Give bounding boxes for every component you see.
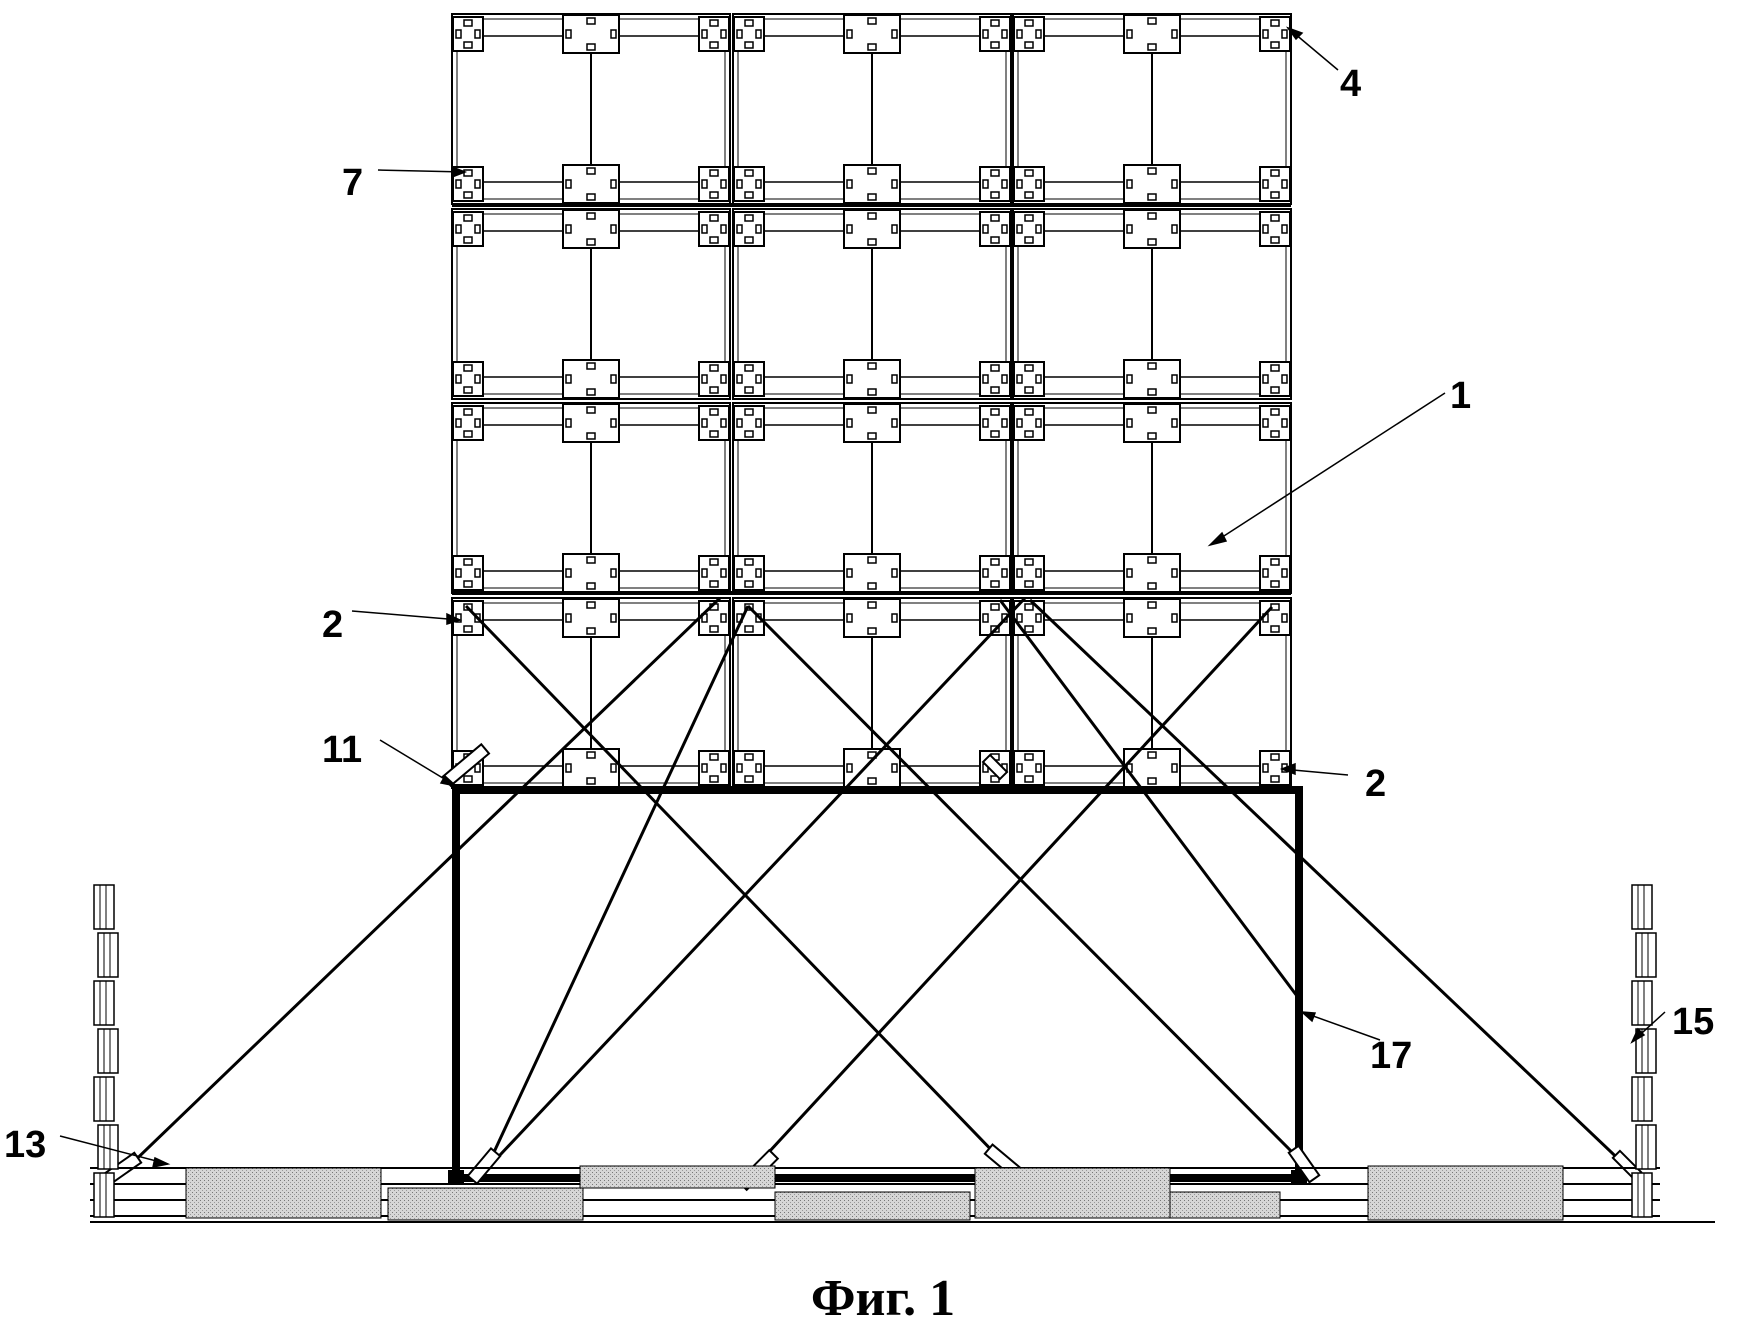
support-frame: [448, 786, 1307, 1184]
screen-panel: [1012, 208, 1292, 400]
label-15: 15: [1672, 1001, 1714, 1043]
figure-caption: Фиг. 1: [811, 1270, 955, 1327]
side-poles: [93, 884, 1657, 1218]
reference-labels: 1 2 2 4 7 11 13 15 17: [4, 63, 1714, 1166]
label-7: 7: [342, 162, 363, 204]
screen-panel: [732, 13, 1012, 205]
screen-panel-grid: [451, 13, 1292, 789]
screen-panel: [1012, 402, 1292, 594]
label-2-left: 2: [322, 604, 343, 646]
screen-panel: [1012, 597, 1292, 789]
screen-panel: [732, 208, 1012, 400]
label-2-right: 2: [1365, 763, 1386, 805]
screen-panel: [732, 402, 1012, 594]
label-11: 11: [322, 729, 362, 771]
screen-panel: [451, 402, 731, 594]
label-4: 4: [1340, 63, 1361, 105]
screen-panel: [1012, 13, 1292, 205]
label-13: 13: [4, 1124, 46, 1166]
leader-lines: [59, 26, 1666, 1168]
screen-panel: [451, 13, 731, 205]
ground-base: [90, 1165, 1715, 1223]
label-17: 17: [1370, 1035, 1412, 1077]
screen-panel: [451, 208, 731, 400]
label-1: 1: [1450, 375, 1471, 417]
guy-cables: [121, 596, 1632, 1174]
